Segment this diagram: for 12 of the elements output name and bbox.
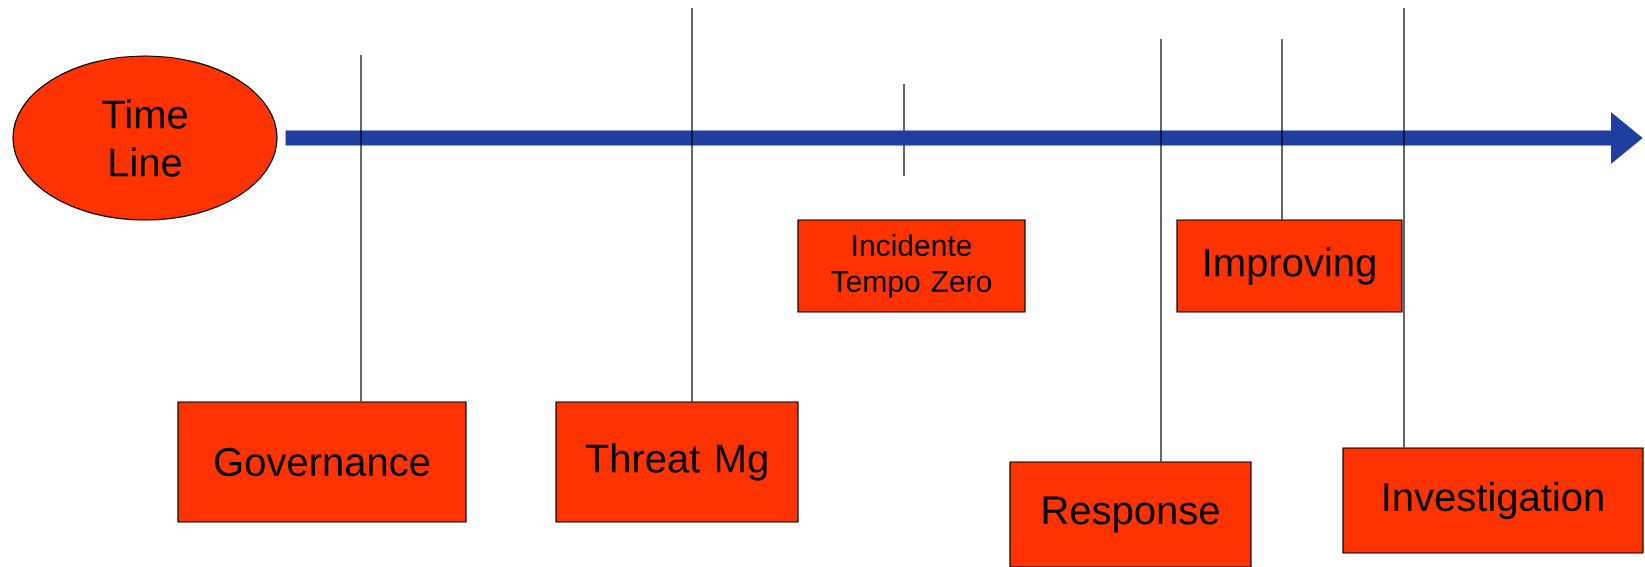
connector-line [1403, 7, 1405, 448]
connector-line [691, 7, 693, 402]
event-box: Investigation [1342, 447, 1644, 554]
connector-line [1160, 38, 1162, 462]
ellipse-node: Time Line [12, 55, 278, 221]
event-box: Threat Mg [555, 401, 799, 523]
event-box: Governance [177, 401, 467, 523]
connector-line [1281, 38, 1283, 220]
event-box: Improving [1176, 219, 1403, 313]
event-box: Response [1009, 461, 1252, 567]
event-box: Incidente Tempo Zero [797, 219, 1026, 313]
connector-line [360, 54, 362, 402]
